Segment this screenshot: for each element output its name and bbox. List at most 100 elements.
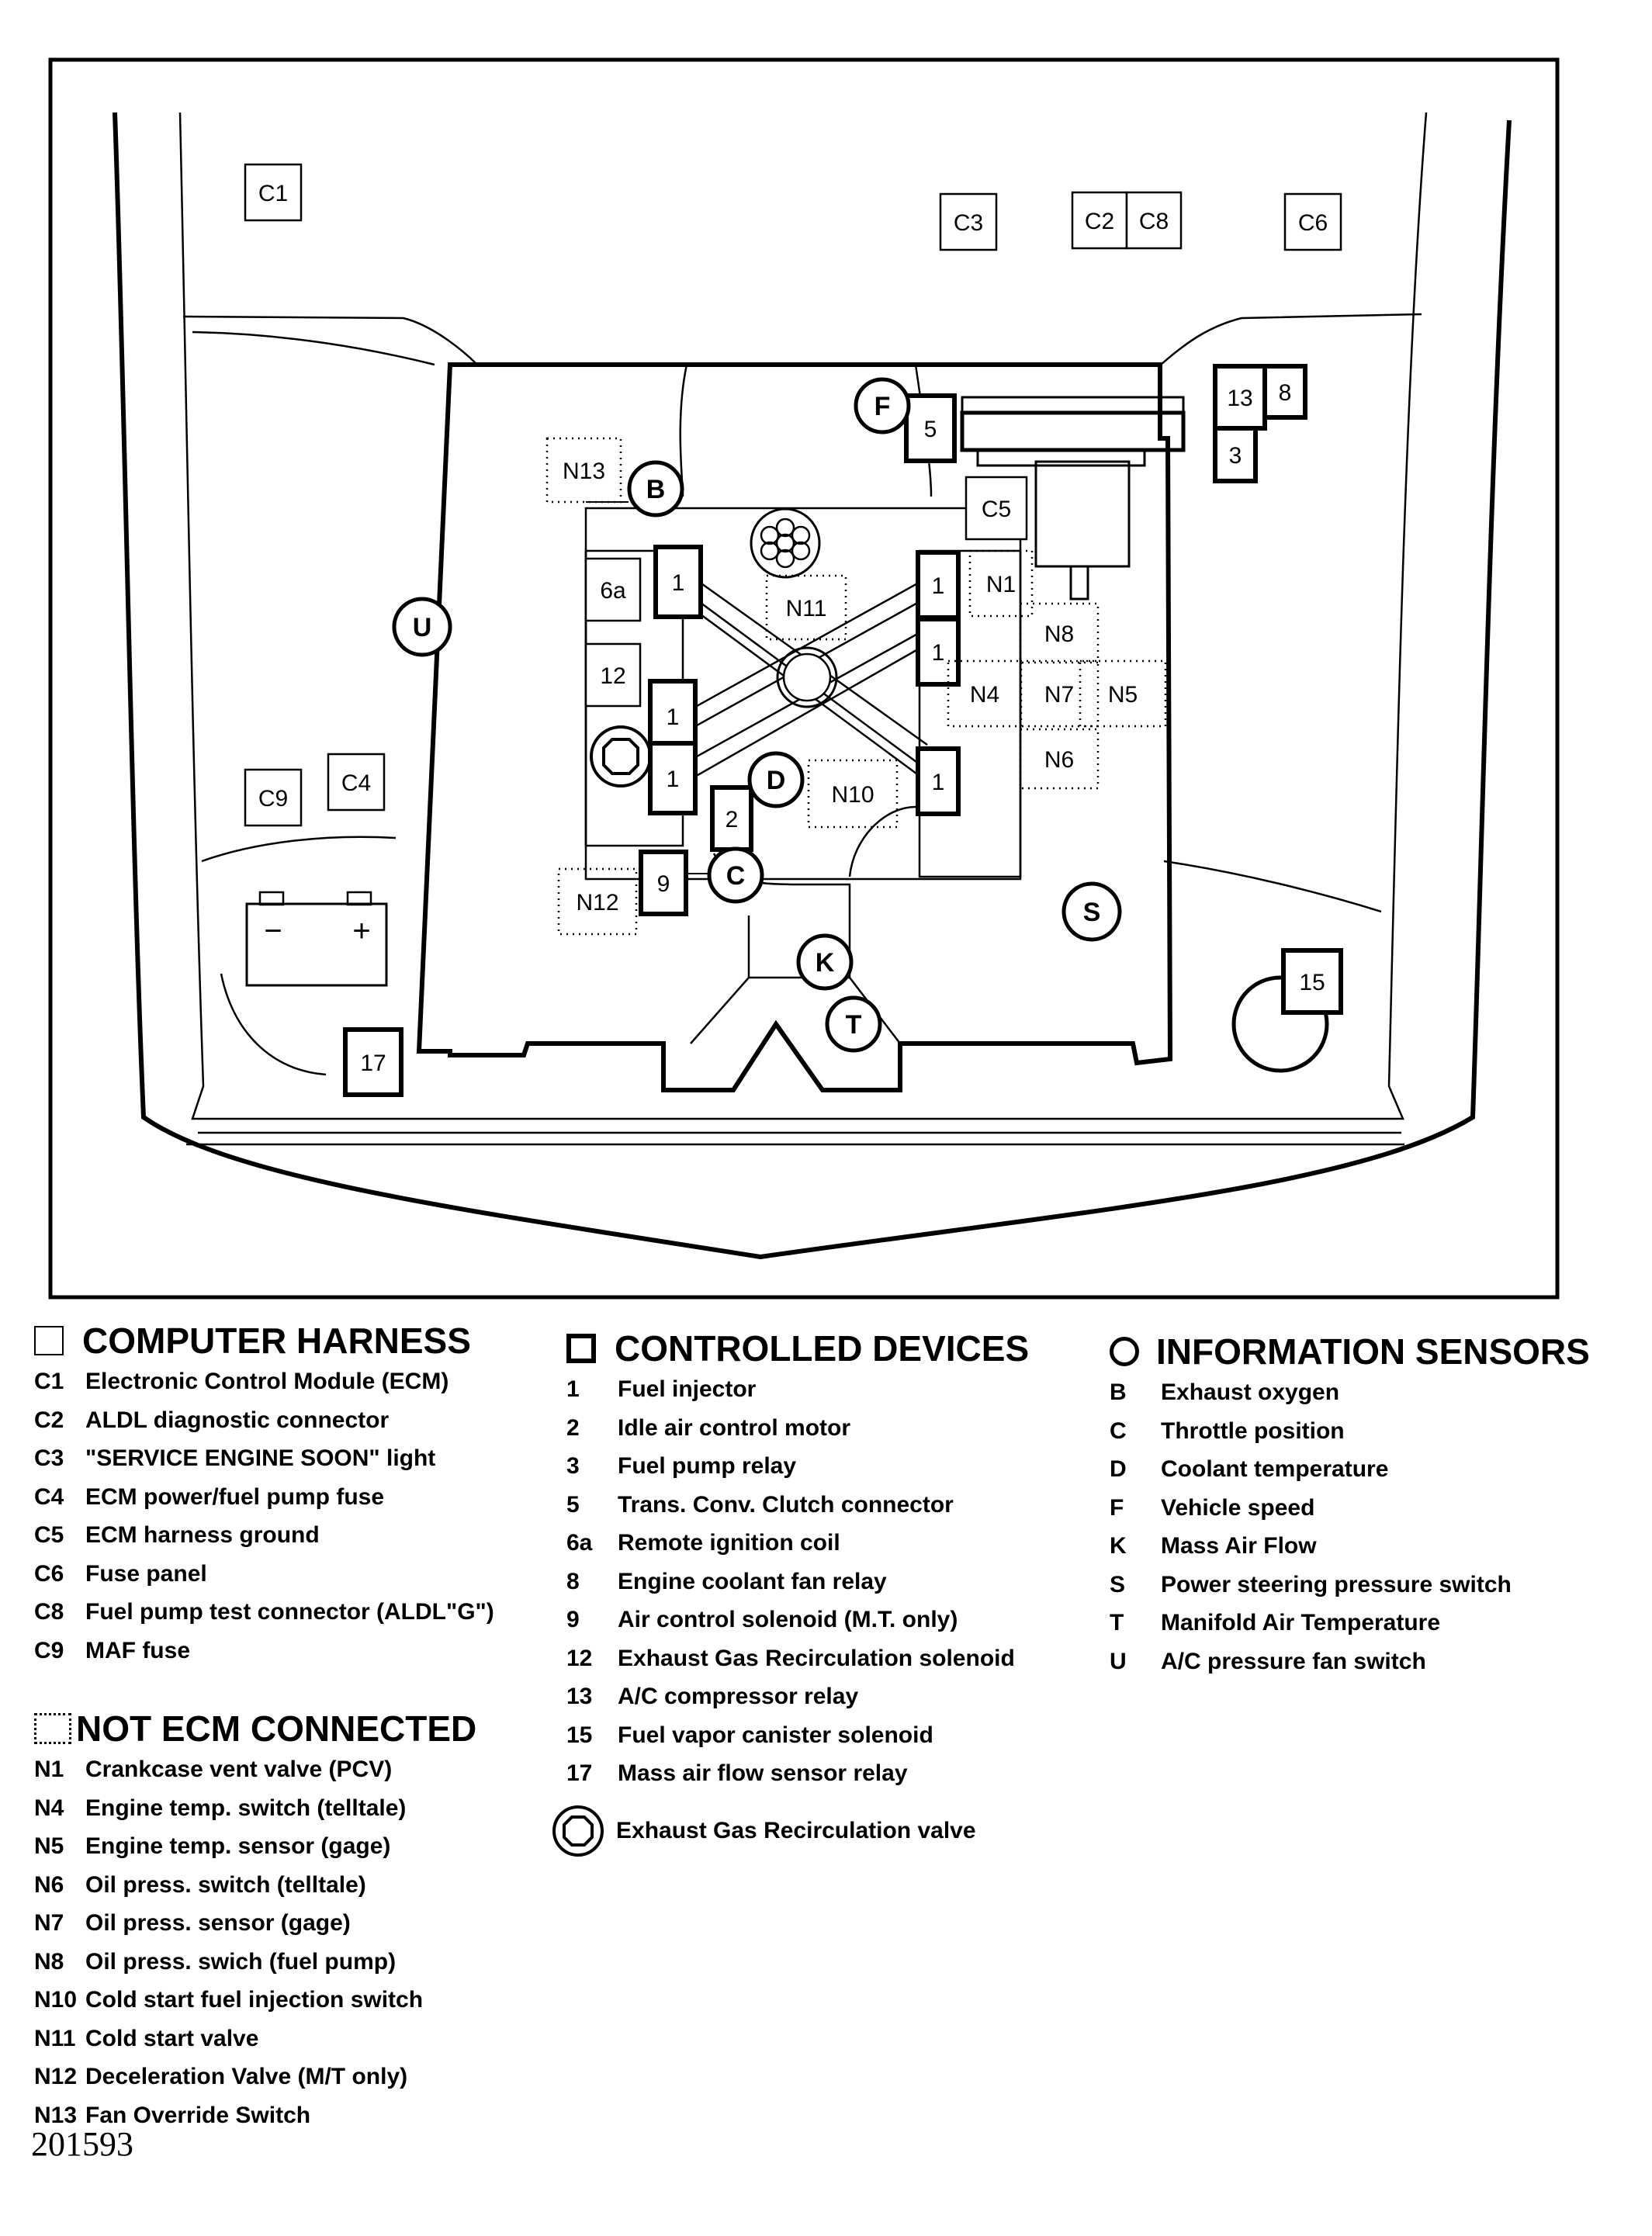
- component-n10: N10: [807, 759, 899, 829]
- legend-item-text: Engine coolant fan relay: [618, 1568, 887, 1594]
- legend-item-code: 5: [566, 1491, 580, 1518]
- right-apron: [1163, 860, 1382, 913]
- engine-outline: [416, 362, 1173, 1092]
- component-n7: N7: [1019, 659, 1100, 728]
- component-box: [545, 437, 622, 504]
- sensor-label: C: [726, 861, 746, 891]
- firewall-line: [182, 315, 478, 365]
- thick-box-icon: [566, 1334, 596, 1363]
- legend-item-code: 8: [566, 1568, 580, 1594]
- legend-item-text: Fuel vapor canister solenoid: [618, 1722, 933, 1748]
- battery-tray: [220, 973, 327, 1076]
- component-box: [710, 785, 753, 852]
- component-label: N6: [1044, 747, 1074, 773]
- distributor: [750, 507, 821, 579]
- component-label: 8: [1279, 380, 1292, 406]
- component-box: [648, 741, 698, 815]
- legend-item-text: Crankcase vent valve (PCV): [85, 1757, 393, 1782]
- sensor-d: D: [747, 751, 805, 808]
- component-label: 13: [1227, 386, 1252, 411]
- legend-item-text: Oil press. switch (telltale): [85, 1871, 366, 1898]
- legend-item-text: Trans. Conv. Clutch connector: [618, 1491, 954, 1518]
- legend-item-text: Oil press. sensor (gage): [85, 1910, 351, 1936]
- component-n4: N4: [947, 659, 1023, 728]
- component-box: [648, 679, 698, 753]
- legend-item-text: Power steering pressure switch: [1161, 1571, 1512, 1597]
- plenum-outer: [782, 652, 832, 702]
- legend-item-code: 9: [566, 1607, 580, 1632]
- legend-item-code: 17: [566, 1760, 593, 1786]
- component-n8: N8: [1019, 602, 1100, 664]
- component-c1: C1: [244, 163, 303, 222]
- legend-item-code: C8: [34, 1599, 64, 1625]
- air-duct: [848, 805, 916, 877]
- component-box: [653, 545, 703, 619]
- pump-stem: [1069, 565, 1089, 601]
- legend-item-text: Vehicle speed: [1161, 1494, 1315, 1521]
- runner-7: [682, 642, 928, 785]
- legend-item-code: N10: [34, 1987, 78, 2013]
- canister-circle: [1231, 975, 1329, 1073]
- legend-title-text: CONTROLLED DEVICES: [615, 1328, 1030, 1369]
- legend-item-text: A/C pressure fan switch: [1161, 1648, 1426, 1674]
- sensor-u: U: [392, 597, 452, 657]
- legend-item: 8 Engine coolant fan relay: [566, 1563, 1029, 1601]
- component-label: 12: [600, 663, 625, 689]
- legend-item-text: Fan Override Switch: [85, 2102, 311, 2128]
- diagram-frame: [48, 57, 1560, 1300]
- left-apron: [201, 836, 397, 863]
- legend-item-text: Exhaust Gas Recirculation solenoid: [618, 1645, 1015, 1671]
- runner-4: [682, 576, 928, 715]
- component-9: 9: [639, 850, 688, 916]
- legend-title-sensors: INFORMATION SENSORS: [1110, 1330, 1590, 1373]
- component-box: [1019, 728, 1100, 790]
- component-5: 5: [904, 393, 957, 463]
- legend-item-text: Deceleration Valve (M/T only): [85, 2064, 408, 2089]
- sensor-circle: [796, 933, 854, 991]
- legend-item-code: F: [1110, 1494, 1124, 1521]
- component-15: 15: [1281, 948, 1343, 1015]
- egr-valve-icon: [552, 1805, 604, 1857]
- legend-item-text: ECM harness ground: [85, 1522, 320, 1548]
- component-box: [1283, 192, 1342, 251]
- component-1b: 1: [916, 550, 961, 620]
- component-6a: 6a: [584, 557, 642, 622]
- legend-item: 5 Trans. Conv. Clutch connector: [566, 1486, 1029, 1525]
- component-box: [916, 617, 961, 687]
- figure-number: 201593: [31, 2125, 133, 2163]
- legend-item-text: Remote ignition coil: [618, 1530, 840, 1556]
- legend-item-code: 1: [566, 1376, 580, 1402]
- component-8: 8: [1262, 364, 1307, 420]
- component-1d: 1: [648, 679, 698, 753]
- component-c9: C9: [244, 768, 303, 827]
- pump-assembly-top: [961, 396, 1185, 414]
- legend-item-text: Engine temp. sensor (gage): [85, 1833, 391, 1859]
- component-box: [584, 642, 642, 708]
- sensor-label: B: [646, 475, 666, 504]
- sensor-t: T: [825, 995, 882, 1053]
- component-label: C1: [258, 181, 288, 206]
- legend-item-code: D: [1110, 1456, 1127, 1482]
- component-label: 15: [1299, 970, 1325, 995]
- sensor-b: B: [627, 460, 684, 517]
- component-1a: 1: [653, 545, 703, 619]
